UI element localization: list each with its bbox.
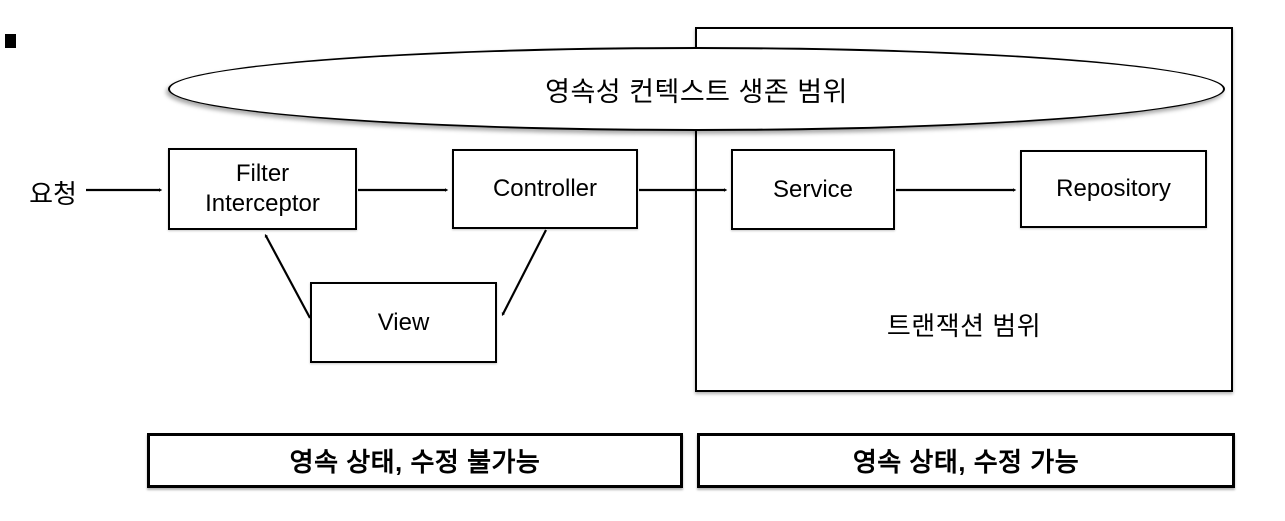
node-service: Service — [731, 149, 895, 230]
state-box-immutable: 영속 상태, 수정 불가능 — [147, 433, 683, 488]
repository-label: Repository — [1056, 175, 1171, 202]
view-label: View — [377, 308, 430, 336]
arrow-controller-to-view — [503, 229, 547, 314]
service-label: Service — [772, 175, 854, 203]
corner-mark — [5, 34, 16, 48]
state-mutable-label: 영속 상태, 수정 가능 — [852, 447, 1080, 477]
node-view: View — [310, 282, 497, 363]
controller-label: Controller — [492, 175, 598, 202]
request-label: 요청 — [29, 179, 77, 209]
node-controller: Controller — [452, 149, 638, 229]
arrow-view-to-filter — [266, 236, 311, 319]
state-box-mutable: 영속 상태, 수정 가능 — [697, 433, 1235, 488]
node-repository: Repository — [1020, 150, 1207, 228]
state-immutable-label: 영속 상태, 수정 불가능 — [289, 447, 541, 477]
persistence-context-label: 영속성 컨텍스트 생존 범위 — [545, 76, 848, 107]
node-filter-interceptor: Filter Interceptor — [168, 148, 357, 230]
transaction-scope-label: 트랜잭션 범위 — [886, 311, 1042, 341]
persistence-context-ellipse: 영속성 컨텍스트 생존 범위 — [168, 47, 1225, 131]
filter-label-line2: Interceptor — [205, 190, 320, 217]
filter-label-line1: Filter — [235, 160, 290, 187]
